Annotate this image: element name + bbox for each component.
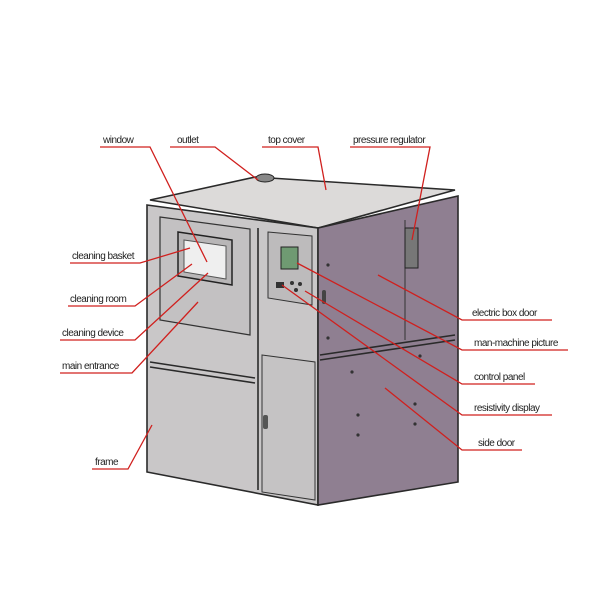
label-window: window: [102, 135, 135, 146]
label-outlet: outlet: [177, 135, 199, 146]
leader-top-cover: [262, 146, 327, 191]
leader-control-panel: [304, 290, 535, 385]
leader-cleaning-room: [68, 263, 193, 307]
leader-pressure-regulator: [350, 146, 431, 241]
outlet-shape: [255, 173, 275, 183]
label-resistivity-display: resistivity display: [474, 403, 540, 414]
label-pressure-regulator: pressure regulator: [353, 135, 426, 146]
label-main-entrance: main entrance: [62, 361, 120, 372]
label-frame: frame: [95, 457, 119, 468]
lower-door: [261, 354, 316, 501]
leader-lines: [60, 146, 568, 470]
leader-outlet: [170, 146, 259, 181]
leader-electric-box-door: [377, 274, 552, 321]
label-side-door: side door: [478, 438, 516, 449]
pressure-regulator-shape: [404, 227, 419, 269]
labels: window outlet top cover pressure regulat…: [62, 135, 559, 468]
leader-man-machine-picture: [296, 262, 568, 351]
top-cover-shape: [149, 176, 456, 229]
label-electric-box-door: electric box door: [472, 308, 538, 319]
window-glass: [183, 239, 227, 280]
machine: [146, 173, 459, 506]
label-cleaning-device: cleaning device: [62, 328, 124, 339]
label-top-cover: top cover: [268, 135, 306, 146]
leader-side-door: [384, 387, 522, 451]
leader-cleaning-device: [60, 272, 209, 341]
label-control-panel: control panel: [474, 372, 525, 383]
leader-window: [100, 146, 208, 263]
screen: [280, 246, 299, 270]
leader-resistivity-display: [281, 284, 552, 416]
leader-main-entrance: [60, 301, 199, 374]
leader-frame: [92, 424, 153, 470]
leader-cleaning-basket: [70, 247, 191, 264]
label-cleaning-basket: cleaning basket: [72, 251, 135, 262]
label-cleaning-room: cleaning room: [70, 294, 126, 305]
label-man-machine-picture: man-machine picture: [474, 338, 559, 349]
